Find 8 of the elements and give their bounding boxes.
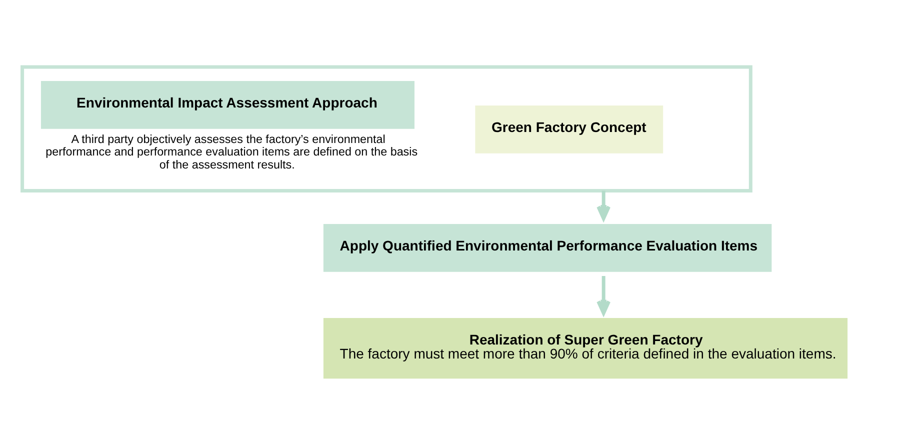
node-label: A third party objectively assesses the factory’s environmental performance and performance evaluation items are defined on the basis of the assessment results.: [46, 132, 418, 172]
arrow: [596, 190, 611, 220]
node-box: Environmental Impact Assessment Approach: [40, 81, 414, 129]
node-box: Realization of Super Green Factory The factory must meet more than 90% of criteria defined in the evaluation items.: [323, 318, 848, 379]
node-box: Apply Quantified Environmental Performance Evaluation Items: [323, 224, 772, 272]
cluster: [20, 65, 752, 192]
node-box: Green Factory Concept: [475, 106, 664, 154]
arrow: [596, 276, 611, 315]
